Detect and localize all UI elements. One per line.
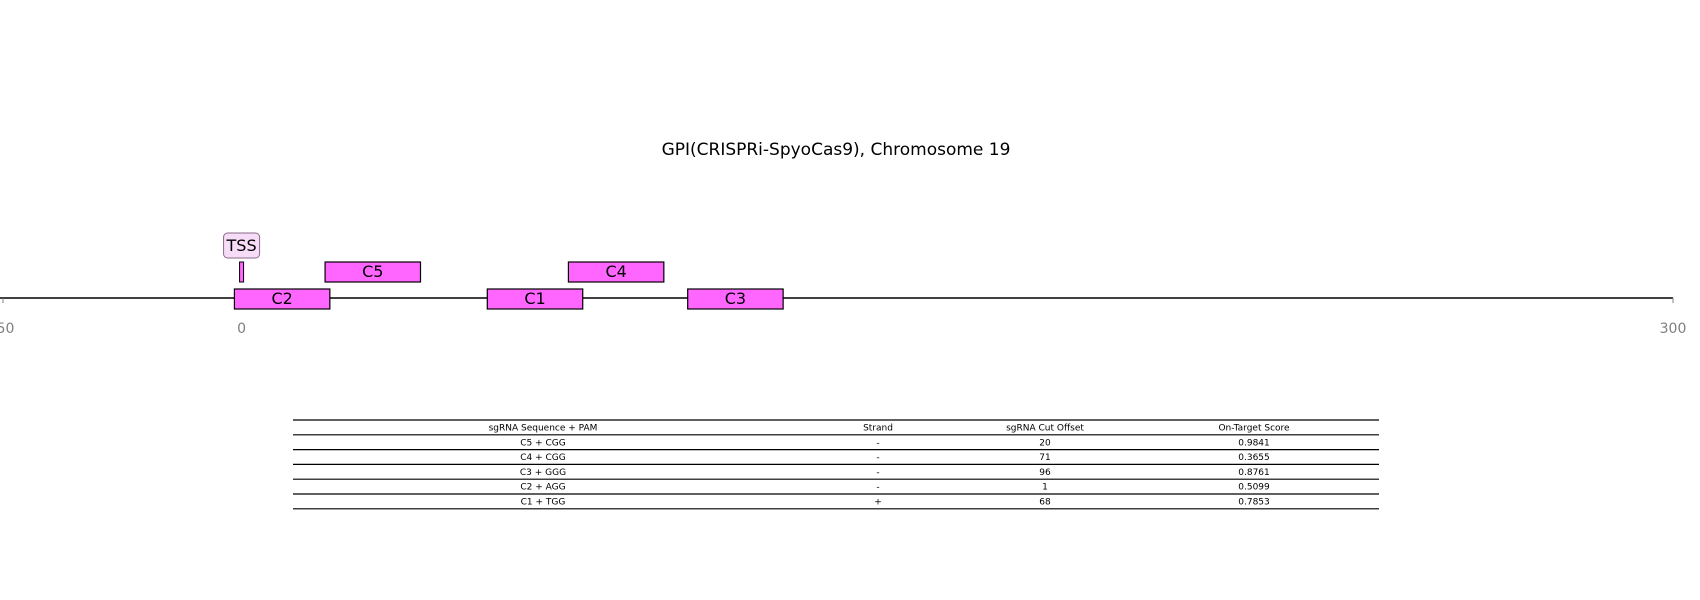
table-cell: C5 + CGG (520, 438, 566, 448)
table-header-cell: sgRNA Cut Offset (1006, 424, 1084, 434)
table-cell: C3 + GGG (520, 468, 566, 478)
guide-box-c5 (324, 261, 422, 283)
table-cell: - (876, 483, 879, 493)
table-header-cell: Strand (863, 424, 893, 434)
axis-tick-label: 300 (1660, 321, 1687, 337)
table-cell: - (876, 468, 879, 478)
figure-title: GPI(CRISPRi-SpyoCas9), Chromosome 19 (662, 140, 1011, 160)
table-cell: 0.5099 (1238, 483, 1270, 493)
guide-box-c1 (486, 288, 584, 310)
table-cell: - (876, 453, 879, 463)
table-cell: 20 (1039, 438, 1051, 448)
table-header-cell: sgRNA Sequence + PAM (489, 424, 598, 434)
table-cell: 96 (1039, 468, 1051, 478)
guide-label-c1: C1 (524, 289, 545, 308)
guide-label-c2: C2 (271, 289, 292, 308)
table-header-cell: On-Target Score (1218, 424, 1290, 434)
table-cell: + (874, 498, 882, 508)
guide-label-c3: C3 (725, 289, 746, 308)
table-cell: 0.9841 (1238, 438, 1270, 448)
table-cell: 68 (1039, 498, 1051, 508)
guide-box-c4 (567, 261, 665, 283)
tss-label: TSS (226, 236, 257, 255)
tss-label-box (223, 232, 261, 259)
table-cell: 0.3655 (1238, 453, 1270, 463)
tss-marker (239, 261, 245, 283)
table-cell: C2 + AGG (520, 483, 565, 493)
table-cell: - (876, 438, 879, 448)
table-cell: 0.7853 (1238, 498, 1270, 508)
guide-box-c3 (687, 288, 784, 310)
axis-tick-label: -50 (0, 321, 14, 337)
axis-tick-label: 0 (237, 321, 246, 337)
table-cell: 71 (1039, 453, 1050, 463)
table-cell: 1 (1042, 483, 1048, 493)
guide-box-c2 (233, 288, 331, 310)
guide-label-c5: C5 (362, 262, 383, 281)
guide-table: sgRNA Sequence + PAM Strand sgRNA Cut Offs… (293, 419, 1379, 510)
table-cell: C1 + TGG (521, 498, 566, 508)
table-cell: 0.8761 (1238, 468, 1270, 478)
guide-label-c4: C4 (605, 262, 626, 281)
table-cell: C4 + CGG (520, 453, 566, 463)
